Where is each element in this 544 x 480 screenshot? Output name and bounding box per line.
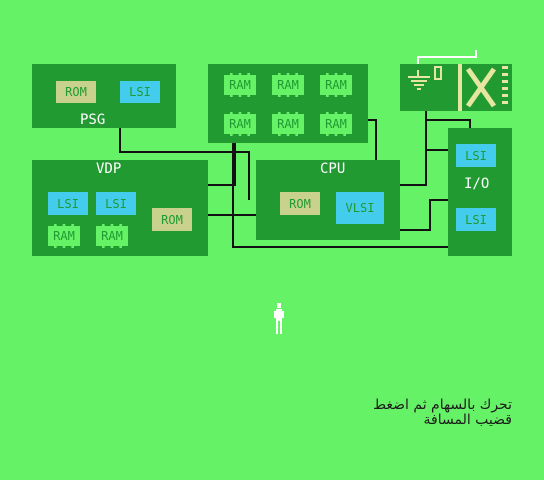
psg-rom-chip: ROM [56,81,96,103]
cpu-vlsi-chip: VLSI [336,192,384,224]
instruction-line-1: تحرك بالسهام ثم اضغط [373,397,512,413]
vdp-board: VDP LSI LSI ROM RAM RAM [32,160,208,256]
io-lsi-chip: LSI [456,208,496,231]
psg-label: PSG [80,112,106,128]
io-label: I/O [464,176,490,192]
ram-chip: RAM [224,73,256,97]
ram-chip: RAM [320,112,352,136]
vdp-lsi-chip: LSI [48,192,88,215]
connector-icon [434,66,442,80]
psg-board: ROM LSI PSG [32,64,176,128]
ram-bank-board: RAM RAM RAM RAM RAM RAM [208,64,368,143]
cpu-label: CPU [320,161,346,177]
io-board: LSI I/O LSI [448,128,512,256]
cpu-board: CPU ROM VLSI [256,160,400,240]
vdp-lsi-chip: LSI [96,192,136,215]
antenna-icon [408,70,430,90]
io-lsi-chip: LSI [456,144,496,167]
vdp-rom-chip: ROM [152,208,192,231]
antenna-board [400,64,512,111]
cpu-rom-chip: ROM [280,192,320,215]
cartridge-slot-icon [458,64,508,111]
ram-chip: RAM [96,224,128,248]
player-character-icon[interactable] [273,303,285,335]
ram-chip: RAM [48,224,80,248]
instruction-line-2: قضيب المسافة [423,412,512,428]
psg-lsi-chip: LSI [120,81,160,103]
ram-chip: RAM [272,73,304,97]
ram-chip: RAM [320,73,352,97]
vdp-label: VDP [96,161,122,177]
ram-chip: RAM [224,112,256,136]
ram-chip: RAM [272,112,304,136]
